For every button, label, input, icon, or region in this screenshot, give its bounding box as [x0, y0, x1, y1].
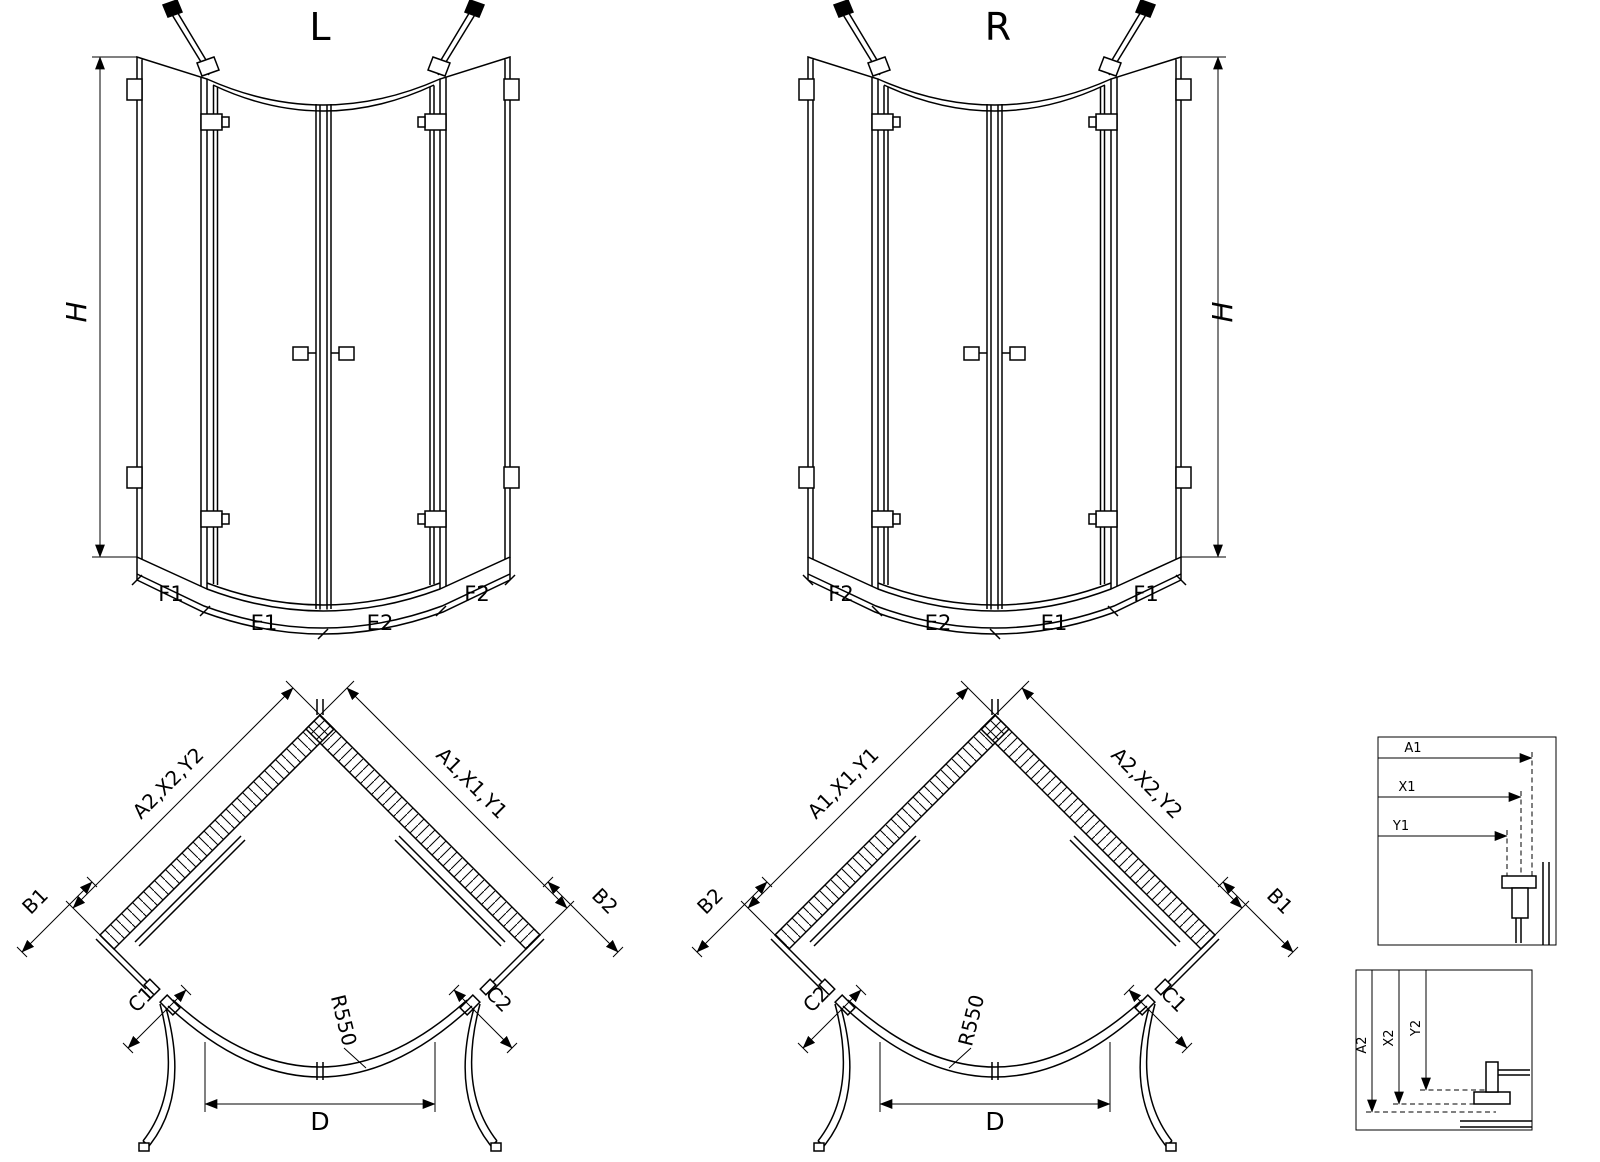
front-right-tray-e1: E1 — [1041, 611, 1068, 635]
plan-left-wall-left-label: A2,X2,Y2 — [128, 743, 209, 824]
front-left-tray-e1: E1 — [251, 611, 278, 635]
plan-right-opening-label: D — [985, 1107, 1004, 1136]
front-left-height-label: H — [60, 301, 93, 322]
plan-left-outer-left-label: B1 — [17, 883, 53, 919]
detail-bottom-dim-y2: Y2 — [1409, 1020, 1424, 1037]
detail-bottom-dim-x2: X2 — [1382, 1029, 1397, 1046]
front-left-tray-f2: F2 — [464, 582, 489, 606]
plan-left-radius-label: R550 — [326, 992, 362, 1048]
plan-right-radius-label: R550 — [953, 992, 989, 1048]
front-view-right: R H F2 E2 E1 F1 — [799, 0, 1239, 639]
plan-view-right: A1,X1,Y1 A2,X2,Y2 B2 C2 B1 C1 R550 D — [692, 681, 1298, 1151]
front-view-left: L H F1 E1 E2 F2 — [60, 0, 519, 639]
plan-left-wall-right-label: A1,X1,Y1 — [431, 743, 512, 824]
plan-left-outer-right-label: B2 — [587, 883, 623, 919]
plan-left-opening-label: D — [310, 1107, 329, 1136]
plan-right-wall-left-label: A1,X1,Y1 — [803, 743, 884, 824]
detail-top-dim-y1: Y1 — [1392, 819, 1409, 834]
front-right-linework — [799, 0, 1226, 639]
plan-right-wall-right-label: A2,X2,Y2 — [1106, 743, 1187, 824]
detail-view-bottom: A2 X2 Y2 — [1355, 969, 1533, 1131]
front-left-linework — [92, 0, 519, 639]
plan-right-outer-right-label: B1 — [1262, 883, 1298, 919]
plan-right-outer-left-label: B2 — [692, 883, 728, 919]
detail-top-dim-x1: X1 — [1398, 780, 1415, 795]
detail-bottom-dim-a2: A2 — [1355, 1036, 1370, 1053]
plan-view-left: A2,X2,Y2 A1,X1,Y1 B1 C1 B2 C2 R550 D — [17, 681, 623, 1151]
front-left-tray-f1: F1 — [158, 582, 183, 606]
plan-right-linework — [692, 681, 1298, 1151]
detail-top-dim-a1: A1 — [1404, 741, 1421, 756]
plan-left-linework — [17, 681, 623, 1151]
front-right-tray-e2: E2 — [925, 611, 952, 635]
front-right-tray-f1: F1 — [1133, 582, 1158, 606]
front-right-tray-f2: F2 — [828, 582, 853, 606]
front-left-title: L — [309, 5, 330, 49]
detail-view-top: A1 X1 Y1 — [1377, 736, 1557, 946]
front-left-tray-e2: E2 — [367, 611, 394, 635]
front-right-height-label: H — [1206, 301, 1239, 322]
front-right-title: R — [985, 5, 1011, 49]
